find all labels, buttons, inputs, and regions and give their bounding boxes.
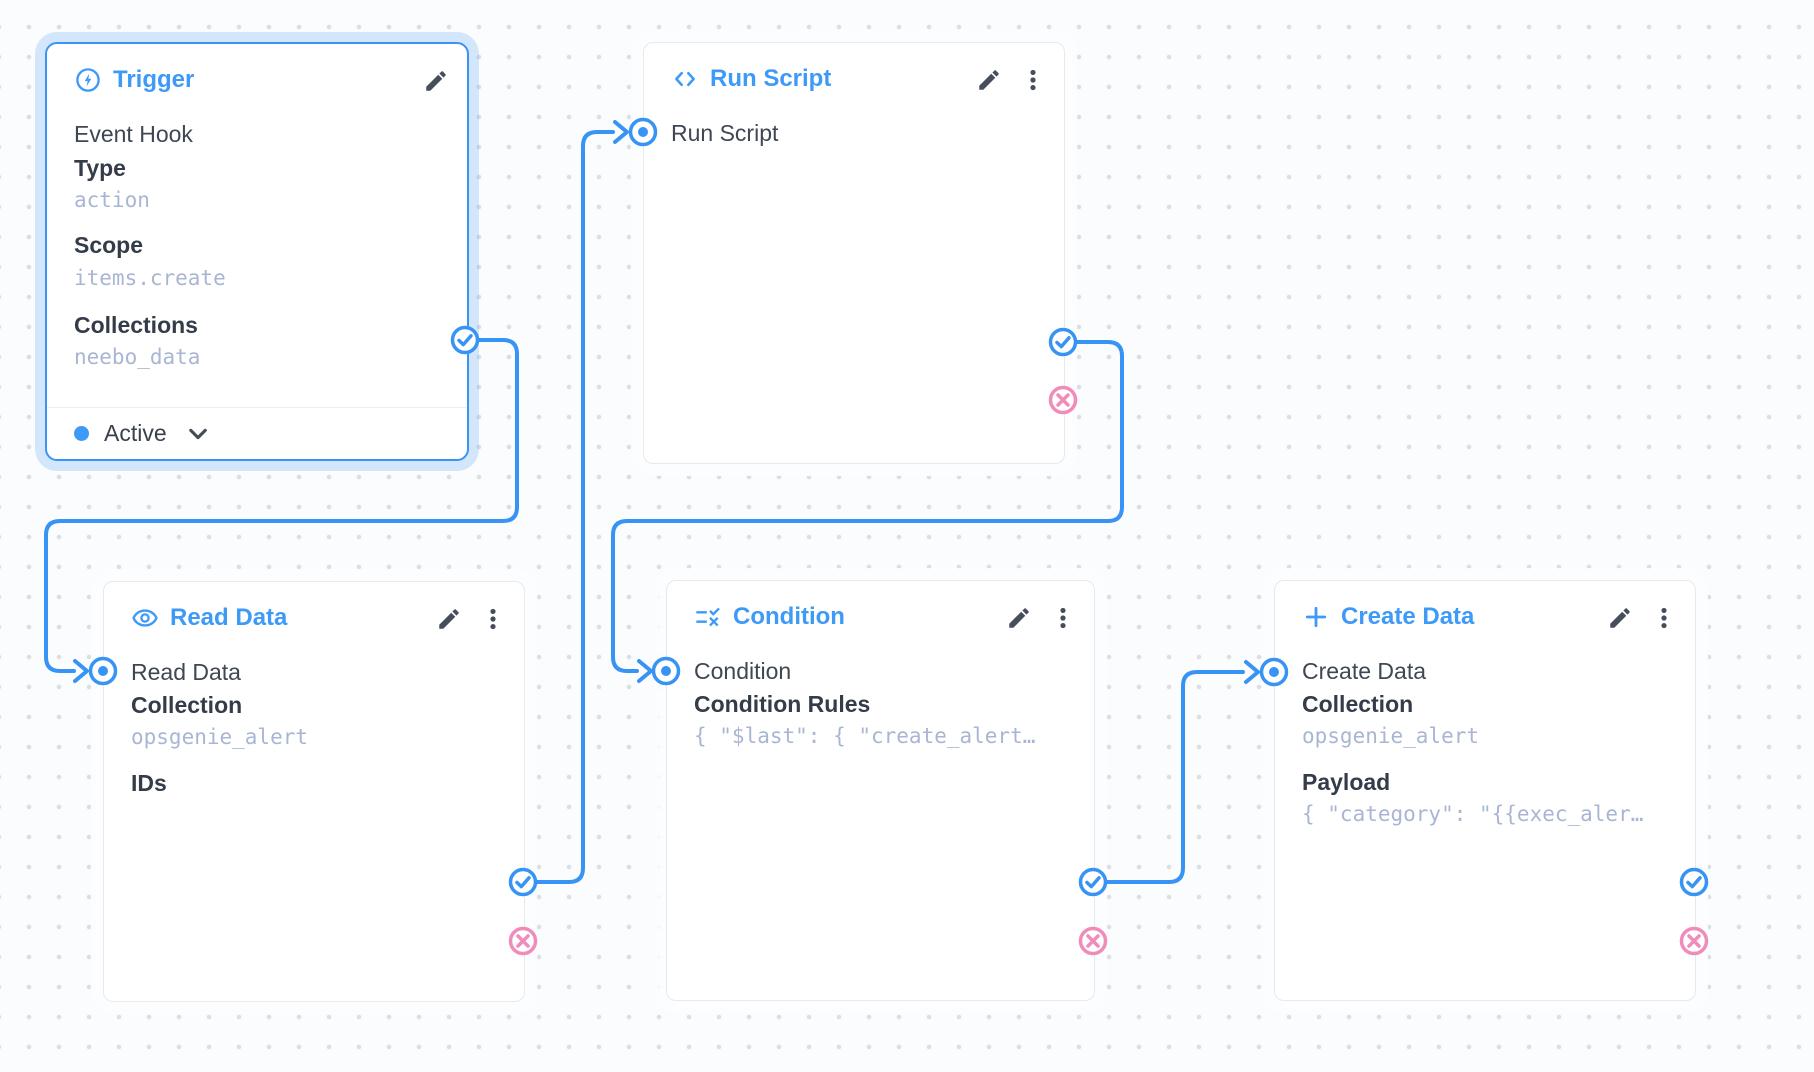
field-value: { "category": "{{exec_aler…	[1302, 802, 1644, 826]
operation-name: Create Data	[1302, 658, 1427, 684]
node-condition-header: Condition	[694, 603, 845, 631]
node-create-data[interactable]: Create Data Create Data Collection opsge…	[1274, 580, 1696, 1001]
more-options-icon[interactable]	[1020, 67, 1046, 93]
trigger-type: Event Hook	[74, 121, 193, 147]
operation-name: Run Script	[671, 120, 779, 146]
node-create-data-header: Create Data	[1302, 603, 1474, 631]
field-value: neebo_data	[74, 345, 201, 369]
more-options-icon[interactable]	[480, 606, 506, 632]
field-value: opsgenie_alert	[131, 725, 309, 749]
node-title: Condition	[733, 603, 845, 630]
reject-connector-icon[interactable]	[1676, 923, 1712, 959]
chevron-down-icon	[188, 428, 207, 439]
resolve-connector-icon[interactable]	[1045, 324, 1081, 360]
status-dropdown[interactable]: Active	[47, 407, 467, 459]
node-read-data[interactable]: Read Data Read Data Collection opsgenie_…	[103, 581, 525, 1002]
field-label: Payload	[1302, 769, 1391, 795]
edit-icon[interactable]	[976, 67, 1002, 93]
status-label: Active	[104, 420, 167, 446]
plus-icon	[1305, 606, 1327, 628]
field-label: IDs	[131, 770, 167, 796]
node-run-script[interactable]: Run Script Run Script	[643, 42, 1065, 464]
field-value: action	[74, 188, 150, 212]
field-label: Collection	[131, 692, 243, 718]
node-condition[interactable]: Condition Condition Condition Rules { "$…	[666, 580, 1095, 1001]
field-value: { "$last": { "create_alert…	[694, 724, 1036, 748]
field-label: Type	[74, 155, 126, 181]
field-label: Condition Rules	[694, 691, 871, 717]
edit-icon[interactable]	[423, 68, 449, 94]
edit-icon[interactable]	[436, 606, 462, 632]
more-options-icon[interactable]	[1050, 605, 1076, 631]
input-connector-icon[interactable]	[1256, 654, 1292, 690]
more-options-icon[interactable]	[1651, 605, 1677, 631]
rule-icon	[696, 607, 720, 627]
reject-connector-icon[interactable]	[1075, 923, 1111, 959]
edit-icon[interactable]	[1607, 605, 1633, 631]
node-title: Create Data	[1341, 603, 1475, 630]
node-trigger[interactable]: Trigger Event Hook Type action Scope ite…	[45, 42, 469, 461]
node-run-script-header: Run Script	[671, 65, 831, 93]
node-title: Read Data	[170, 604, 288, 631]
resolve-connector-icon[interactable]	[1676, 864, 1712, 900]
resolve-connector-icon[interactable]	[505, 864, 541, 900]
field-label: Collections	[74, 312, 198, 338]
input-connector-icon[interactable]	[85, 653, 121, 689]
reject-connector-icon[interactable]	[1045, 382, 1081, 418]
reject-connector-icon[interactable]	[505, 923, 541, 959]
input-connector-icon[interactable]	[648, 653, 684, 689]
node-title: Trigger	[113, 66, 195, 93]
node-title: Run Script	[710, 65, 832, 92]
resolve-connector-icon[interactable]	[1075, 864, 1111, 900]
operation-name: Condition	[694, 658, 792, 684]
edit-icon[interactable]	[1006, 605, 1032, 631]
node-read-data-header: Read Data	[131, 604, 287, 632]
input-connector-icon[interactable]	[625, 114, 661, 150]
field-value: opsgenie_alert	[1302, 724, 1480, 748]
status-dot-icon	[74, 426, 89, 441]
code-icon	[675, 71, 695, 87]
eye-icon	[132, 609, 158, 627]
field-label: Scope	[74, 232, 144, 258]
bolt-circle-icon	[76, 68, 100, 92]
operation-name: Read Data	[131, 659, 241, 685]
field-value: items.create	[74, 266, 226, 290]
node-trigger-header: Trigger	[74, 66, 194, 94]
resolve-connector-icon[interactable]	[447, 322, 483, 358]
field-label: Collection	[1302, 691, 1414, 717]
